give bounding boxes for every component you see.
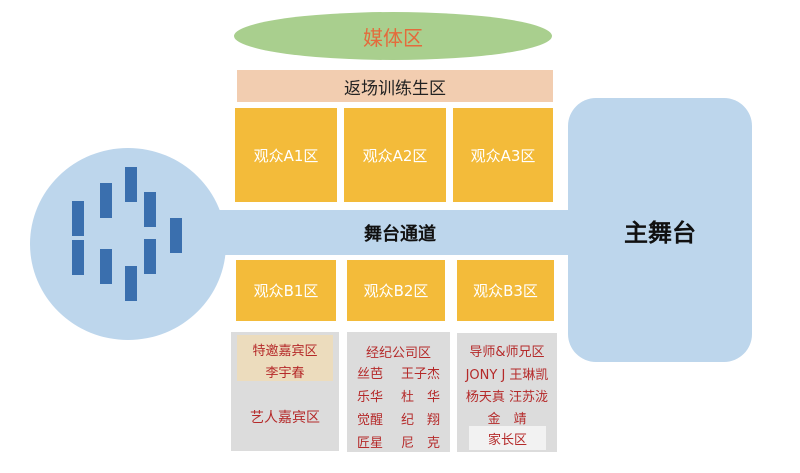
light-bar-icon [125,266,137,301]
light-bar-icon [72,240,84,275]
agency-row: 觉醒 纪 翔 [357,409,440,428]
family-zone-label: 家长区 [487,432,527,448]
mentor-row: 金 靖 [487,412,527,427]
audience-b2-label: 观众B2区 [363,282,429,300]
audience-a3-zone: 观众A3区 [453,108,553,202]
returning-trainees-label: 返场训练生区 [344,78,446,99]
audience-a1-label: 观众A1区 [253,146,319,165]
returning-trainees-zone: 返场训练生区 [237,70,553,102]
agency-name: 匠星 [357,436,384,451]
audience-a3-label: 观众A3区 [470,146,536,165]
audience-a2-zone: 观众A2区 [344,108,446,202]
mentor-box: 导师&师兄区 JONY J 王琳凯 杨天真 汪苏泷 金 靖 家长区 [457,333,557,452]
agency-name: 觉醒 [357,413,384,428]
agency-name: 丝芭 [357,367,384,382]
audience-b1-label: 观众B1区 [253,282,319,300]
mentor-title: 导师&师兄区 [469,345,545,360]
agency-rep: 杜 华 [400,390,440,405]
light-bar-icon [100,249,112,284]
media-zone-label: 媒体区 [363,25,423,50]
audience-b3-zone: 观众B3区 [457,260,554,321]
guest-box: 特邀嘉宾区 李宇春 艺人嘉宾区 [231,332,339,451]
agency-box: 经纪公司区 丝芭 王子杰 乐华 杜 华 觉醒 纪 翔 匠星 尼 克 [347,332,450,452]
audience-a2-label: 观众A2区 [362,146,428,165]
agency-name: 乐华 [357,390,384,405]
agency-row: 匠星 尼 克 [357,432,440,451]
mentor-row: 杨天真 汪苏泷 [465,390,549,405]
light-bar-icon [144,192,156,227]
light-bar-icon [125,167,137,202]
light-bar-icon [100,183,112,218]
agency-row: 乐华 杜 华 [357,386,440,405]
family-zone: 家长区 [469,426,546,450]
media-zone: 媒体区 [234,12,552,60]
audience-a1-zone: 观众A1区 [235,108,337,202]
audience-b2-zone: 观众B2区 [347,260,445,321]
main-stage: 主舞台 [568,98,752,362]
agency-title: 经纪公司区 [365,346,431,361]
light-bar-icon [144,239,156,274]
agency-rep: 王子杰 [400,367,440,382]
agency-row: 丝芭 王子杰 [357,363,440,382]
main-stage-label: 主舞台 [624,218,696,247]
special-guest-zone [237,335,333,381]
special-guest-name: 李宇春 [265,366,305,381]
agency-rep: 纪 翔 [400,413,440,428]
light-bar-icon [170,218,182,253]
stage-channel-label: 舞台通道 [364,223,436,245]
audience-b3-label: 观众B3区 [473,282,538,300]
artist-guest-title: 艺人嘉宾区 [250,410,320,426]
audience-b1-zone: 观众B1区 [236,260,336,321]
agency-rep: 尼 克 [400,436,440,451]
special-guest-title: 特邀嘉宾区 [252,344,318,359]
light-bar-icon [72,201,84,236]
mentor-row: JONY J 王琳凯 [465,368,549,383]
